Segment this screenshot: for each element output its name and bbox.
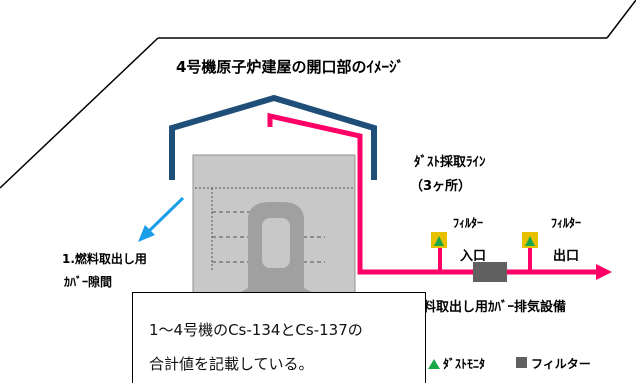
cover-roof [169, 94, 377, 180]
frame-diagonal-right [606, 0, 636, 39]
inlet-label: 入口 [460, 249, 487, 264]
filter-label-left: ﾌｨﾙﾀｰ [453, 216, 484, 230]
legend-dust-monitor-icon [428, 359, 440, 369]
note-line-1: 1～4号機のCs-134とCs-137の [149, 321, 363, 339]
exhaust-arrowhead [596, 264, 612, 280]
frame-diagonal-top [0, 37, 159, 189]
gap-arrow-shaft [146, 196, 185, 234]
note-box: 1～4号機のCs-134とCs-137の 合計値を記載している。 [132, 292, 426, 383]
legend-dust-monitor-label: ﾀﾞｽﾄﾓﾆﾀ [443, 357, 486, 371]
reactor-core [262, 218, 290, 268]
legend-filter-icon [516, 357, 527, 368]
exhaust-filter-box [473, 262, 507, 282]
dust-monitor-right-mark [525, 236, 535, 246]
exhaust-equipment-label: 燃料取出し用ｶﾊﾞｰ排気設備 [410, 300, 567, 315]
dust-sampling-label: ﾀﾞｽﾄ採取ﾗｲﾝ [414, 155, 486, 170]
cover-gap-label-line2: ｶﾊﾞｰ隙間 [64, 275, 113, 289]
dust-monitor-left-mark [434, 236, 444, 246]
dust-sampling-count: （3ヶ所） [410, 179, 472, 194]
filter-label-right: ﾌｨﾙﾀｰ [551, 216, 582, 230]
diagram-title: 4号機原子炉建屋の開口部のｲﾒｰｼﾞ [176, 58, 404, 76]
legend-filter-label: フィルター [531, 357, 591, 371]
outlet-label: 出口 [553, 249, 580, 264]
gap-arrowhead [138, 225, 155, 242]
cover-gap-label-line1: 1.燃料取出し用 [62, 252, 147, 266]
note-line-2: 合計値を記載している。 [149, 355, 314, 373]
